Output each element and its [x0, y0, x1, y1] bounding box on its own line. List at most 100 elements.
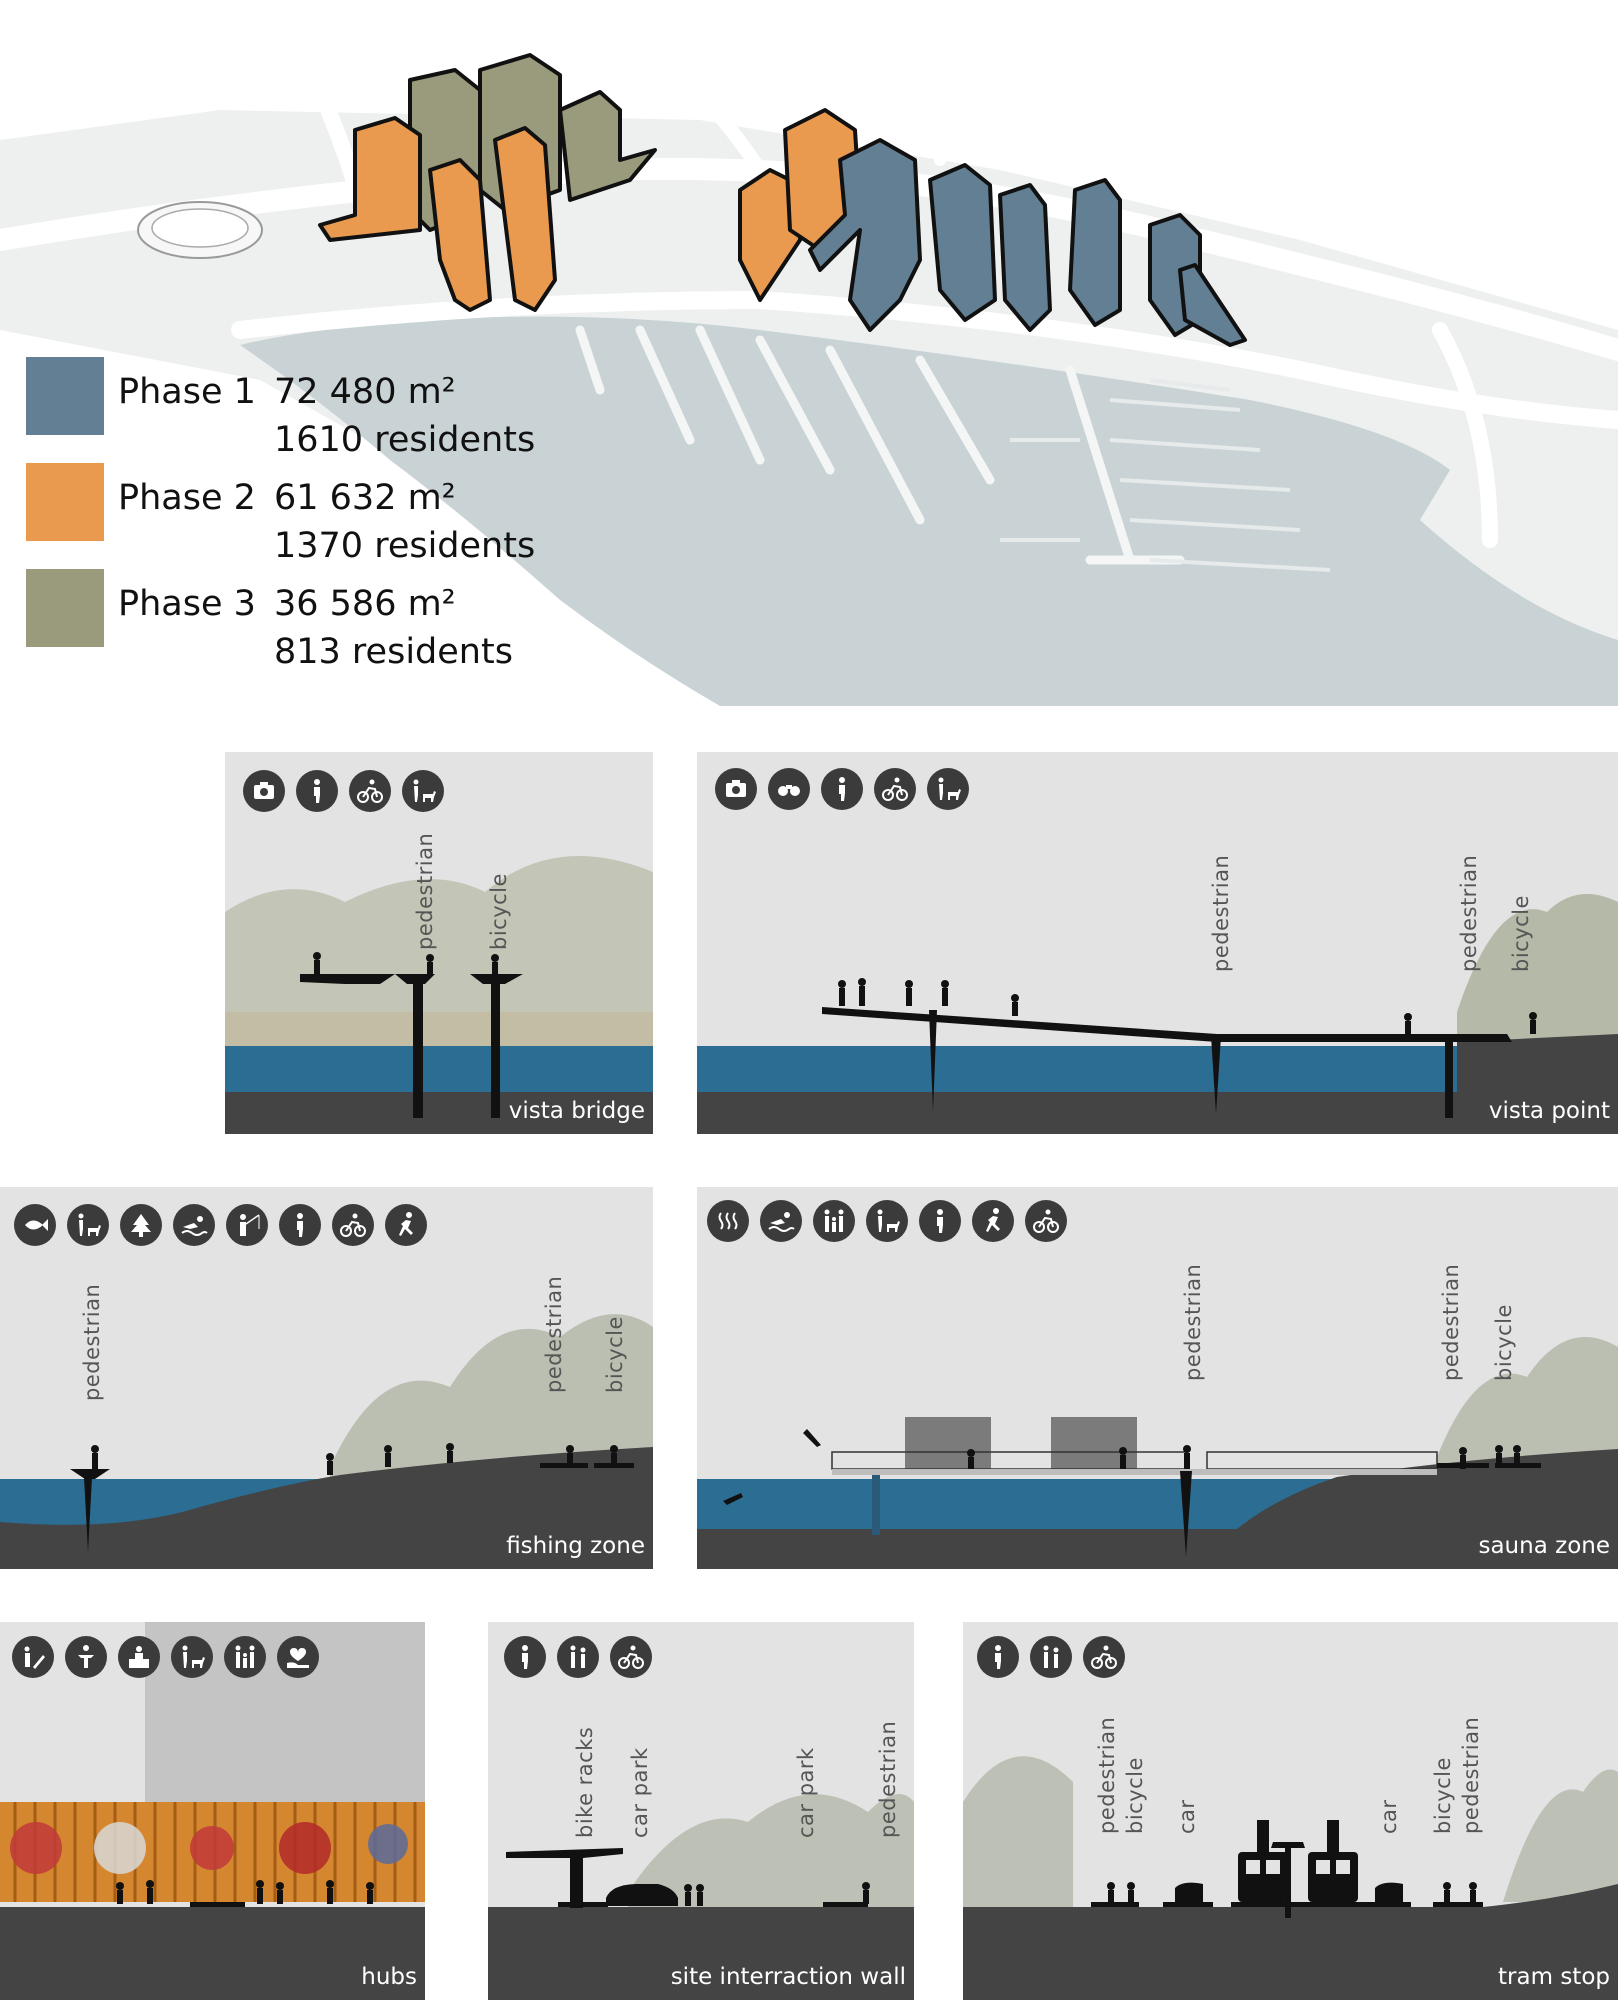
site-wall-icons: [504, 1636, 652, 1678]
tram-stop-section: [963, 1622, 1618, 2000]
zone-title: site interraction wall: [670, 1964, 906, 1990]
bicycle-icon: [874, 768, 916, 810]
bicycle-icon: [349, 770, 391, 812]
label-pedestrian: pedestrian: [1181, 1263, 1205, 1381]
label-bicycle: bicycle: [487, 873, 511, 950]
boat-moorings: [1000, 378, 1331, 572]
zone-title: tram stop: [1498, 1964, 1610, 1990]
buildings-phase-1: [808, 138, 1247, 347]
panel-sauna-zone: pedestrian pedestrian bicycle sauna zone: [697, 1187, 1618, 1569]
tree-icon: [120, 1204, 162, 1246]
label-bicycle: bicycle: [603, 1316, 627, 1393]
panel-hubs: hubs: [0, 1622, 425, 2000]
label-pedestrian: pedestrian: [1459, 1716, 1483, 1834]
vista-bridge-icons: [243, 770, 444, 812]
legend-phase: Phase 3: [118, 584, 256, 624]
dog-walking-icon: [171, 1636, 213, 1678]
legend-phase: Phase 2: [118, 478, 256, 518]
legend-swatch: [26, 569, 104, 647]
fishing-zone-section: [0, 1187, 653, 1569]
dog-walking-icon: [866, 1200, 908, 1242]
label-car: car: [1377, 1799, 1401, 1834]
marina-piers: [575, 325, 1185, 565]
zone-title: fishing zone: [506, 1533, 645, 1559]
pedestrian-icon: [821, 768, 863, 810]
label-pedestrian: pedestrian: [876, 1720, 900, 1838]
label-pedestrian: pedestrian: [542, 1275, 566, 1393]
masterplan-map: [0, 0, 1618, 706]
label-pedestrian: pedestrian: [1457, 854, 1481, 972]
pedestrian-icon: [279, 1204, 321, 1246]
panel-vista-bridge: pedestrian bicycle vista bridge: [225, 752, 653, 1134]
pedestrian-icon: [919, 1200, 961, 1242]
zone-title: vista point: [1488, 1098, 1610, 1124]
fishing-zone-icons: [14, 1204, 427, 1246]
pedestrian-icon: [977, 1636, 1019, 1678]
label-bike-racks: bike racks: [573, 1726, 597, 1838]
fish-icon: [14, 1204, 56, 1246]
label-bicycle: bicycle: [1492, 1304, 1516, 1381]
legend-area: 61 632 m²: [274, 478, 456, 518]
label-car-park: car park: [794, 1747, 818, 1838]
vista-point-section: [697, 752, 1618, 1134]
bicycle-icon: [1025, 1200, 1067, 1242]
panel-fishing-zone: pedestrian pedestrian bicycle fishing zo…: [0, 1187, 653, 1569]
legend-swatch: [26, 463, 104, 541]
group-walking-icon: [557, 1636, 599, 1678]
buildings-phase-2: [318, 108, 862, 312]
label-pedestrian: pedestrian: [80, 1283, 104, 1401]
label-car-park: car park: [628, 1747, 652, 1838]
fishing-icon: [226, 1204, 268, 1246]
playground-icon: [12, 1636, 54, 1678]
bicycle-icon: [332, 1204, 374, 1246]
zone-title: hubs: [361, 1964, 417, 1990]
legend-swatch: [26, 357, 104, 435]
label-pedestrian: pedestrian: [1439, 1263, 1463, 1381]
legend-phase: Phase 1: [118, 372, 256, 412]
vista-bridge-section: [225, 752, 653, 1134]
swimming-icon: [760, 1200, 802, 1242]
bicycle-icon: [610, 1636, 652, 1678]
hubs-icons: [12, 1636, 319, 1678]
label-pedestrian: pedestrian: [1095, 1716, 1119, 1834]
tram-stop-icons: [977, 1636, 1125, 1678]
pedestrian-icon: [504, 1636, 546, 1678]
group-walking-icon: [1030, 1636, 1072, 1678]
dog-walking-icon: [927, 768, 969, 810]
activity-icon: [65, 1636, 107, 1678]
binoculars-icon: [768, 768, 810, 810]
label-pedestrian: pedestrian: [413, 832, 437, 950]
sauna-zone-icons: [707, 1200, 1067, 1242]
running-icon: [385, 1204, 427, 1246]
legend-residents: 1610 residents: [274, 420, 536, 460]
bicycle-icon: [1083, 1636, 1125, 1678]
label-bicycle: bicycle: [1123, 1757, 1147, 1834]
legend-residents: 813 residents: [274, 632, 513, 672]
stadium: [137, 201, 263, 259]
camera-icon: [243, 770, 285, 812]
vendor-icon: [118, 1636, 160, 1678]
panel-vista-point: pedestrian pedestrian bicycle vista poin…: [697, 752, 1618, 1134]
label-bicycle: bicycle: [1431, 1757, 1455, 1834]
dog-walking-icon: [402, 770, 444, 812]
sauna-icon: [707, 1200, 749, 1242]
running-icon: [972, 1200, 1014, 1242]
family-icon: [813, 1200, 855, 1242]
dog-walking-icon: [67, 1204, 109, 1246]
pedestrian-icon: [296, 770, 338, 812]
harbour-water: [240, 316, 1618, 706]
camera-icon: [715, 768, 757, 810]
site-wall-section: [488, 1622, 914, 2000]
label-bicycle: bicycle: [1509, 895, 1533, 972]
legend-area: 72 480 m²: [274, 372, 456, 412]
zone-title: sauna zone: [1478, 1533, 1610, 1559]
zone-title: vista bridge: [508, 1098, 645, 1124]
hubs-section: [0, 1622, 425, 2000]
sauna-zone-section: [697, 1187, 1618, 1569]
vista-point-icons: [715, 768, 969, 810]
legend-area: 36 586 m²: [274, 584, 456, 624]
swimming-icon: [173, 1204, 215, 1246]
panel-tram-stop: pedestrian bicycle car car bicycle pedes…: [963, 1622, 1618, 2000]
label-car: car: [1175, 1799, 1199, 1834]
